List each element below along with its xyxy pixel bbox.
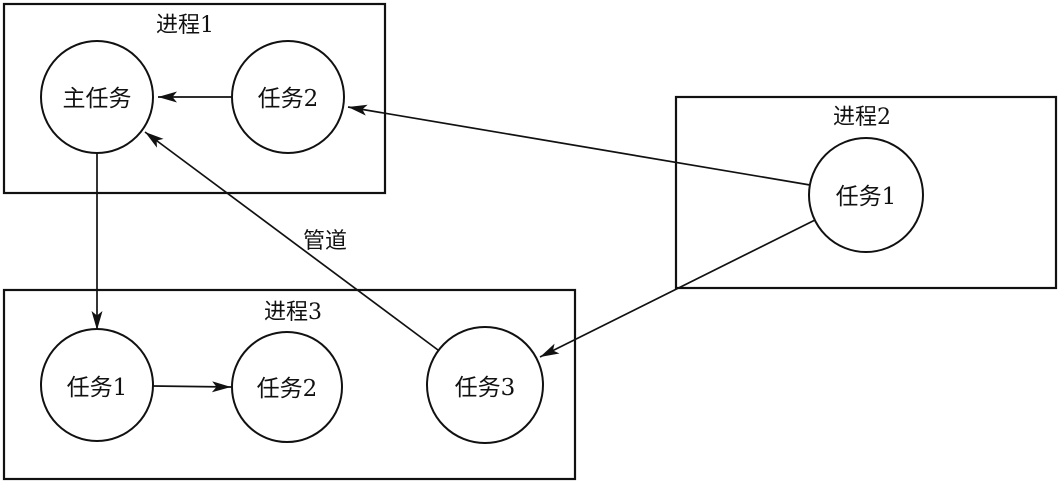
p3-task2-label: 任务2 [257, 376, 318, 402]
process-3-title: 进程3 [264, 300, 322, 325]
p3-task3-node [426, 326, 544, 444]
p1-task2-node [231, 40, 345, 154]
process-2-title: 进程2 [833, 105, 891, 130]
pipe-edge-label: 管道 [303, 229, 347, 254]
edge-p3task1-to-p3task2 [152, 381, 232, 393]
p3-task1-node [40, 328, 154, 442]
p3-task3-label: 任务3 [455, 375, 516, 401]
p2-task1-node [808, 137, 924, 253]
process-1-title: 进程1 [156, 13, 214, 38]
p1-task2-label: 任务2 [258, 86, 319, 112]
p1-main-task-node [40, 40, 154, 154]
edge-p2task1-to-p1task2 [347, 104, 811, 186]
p2-task1-label: 任务1 [836, 184, 897, 210]
p3-task1-label: 任务1 [67, 375, 128, 401]
p3-task2-node [231, 331, 343, 443]
p1-main-task-label: 主任务 [63, 86, 132, 112]
edge-p3task3-to-p1main-pipe [144, 131, 439, 351]
edge-p2task1-to-p3task3 [539, 219, 816, 358]
